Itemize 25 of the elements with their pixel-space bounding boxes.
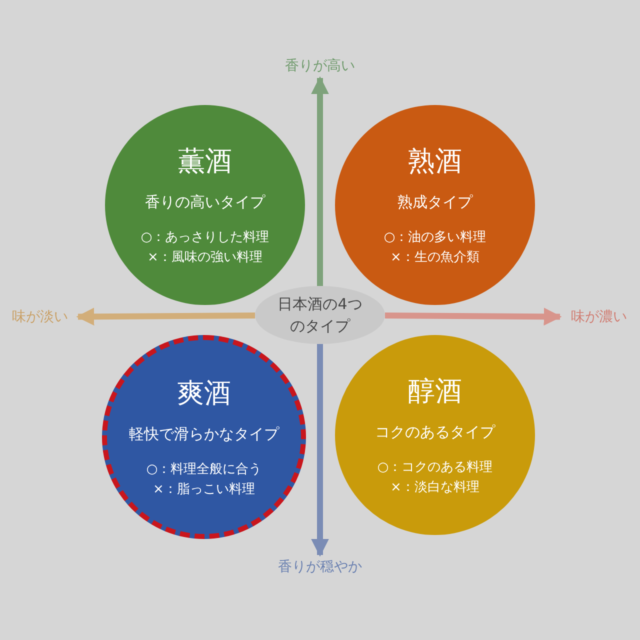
- food-pairing-note: ○：油の多い料理: [384, 228, 486, 246]
- axis-arrow: [76, 308, 256, 326]
- axis-label: 味が濃い: [560, 305, 638, 329]
- category-title: 薫酒: [178, 144, 232, 178]
- axis-arrow: [384, 308, 562, 326]
- food-pairing-note: ×：脂っこい料理: [153, 480, 255, 498]
- food-pairing-note: ×：生の魚介類: [390, 248, 480, 266]
- category-title: 熟酒: [408, 144, 462, 178]
- category-subtitle: 香りの高いタイプ: [145, 192, 265, 212]
- axis-label: 香りが高い: [265, 54, 375, 78]
- food-pairing-note: ×：淡白な料理: [390, 478, 480, 496]
- category-subtitle: コクのあるタイプ: [375, 422, 495, 442]
- axis-label: 香りが穏やか: [258, 555, 382, 579]
- axis-label: 味が淡い: [2, 305, 78, 329]
- axis-arrow: [311, 76, 329, 286]
- center-label: 日本酒の4つのタイプ: [276, 294, 364, 337]
- food-pairing-note: ○：コクのある料理: [377, 458, 493, 476]
- food-pairing-note: ×：風味の強い料理: [148, 248, 262, 266]
- food-pairing-note: ○：あっさりした料理: [140, 228, 270, 246]
- axis-arrow: [311, 344, 329, 557]
- category-subtitle: 熟成タイプ: [398, 192, 472, 212]
- category-title: 爽酒: [177, 376, 231, 410]
- food-pairing-note: ○：料理全般に合う: [146, 460, 262, 478]
- category-title: 醇酒: [408, 374, 462, 408]
- category-subtitle: 軽快で滑らかなタイプ: [129, 424, 279, 444]
